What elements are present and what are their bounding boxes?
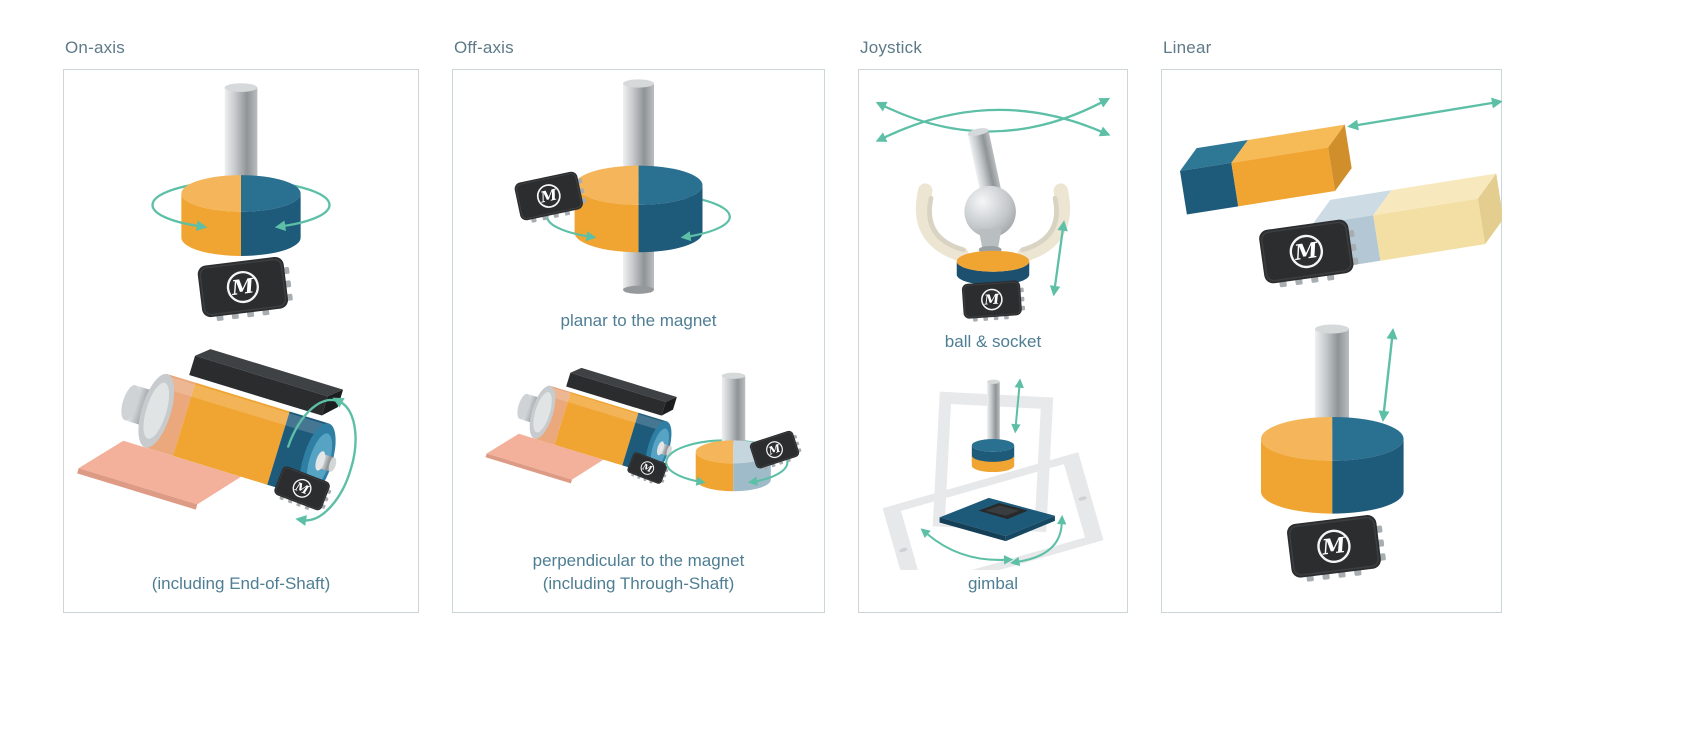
caption-perpendicular-group: perpendicular to the magnet (including T… xyxy=(533,550,745,596)
ball-icon xyxy=(964,185,1016,238)
magnet-cylinder-icon xyxy=(574,165,703,253)
tilt-arrows xyxy=(873,93,1113,147)
panel-title-joystick: Joystick xyxy=(860,38,923,57)
panel-off-axis: Off-axis planar to the magnet xyxy=(452,38,825,613)
on-axis-motor-illustration xyxy=(63,333,419,571)
bar-magnet-icon xyxy=(1179,124,1352,215)
panel-box-off-axis: planar to the magnet perpendicular to th… xyxy=(452,69,825,613)
shaft-icon xyxy=(721,372,746,445)
panel-joystick: Joystick xyxy=(858,38,1128,613)
gimbal-shaft xyxy=(987,379,1000,446)
joystick-ball-socket-illustration xyxy=(873,93,1113,324)
caption-planar: planar to the magnet xyxy=(560,311,717,331)
motor-icon xyxy=(486,348,690,509)
panel-linear: Linear xyxy=(1161,38,1502,613)
magnet-cylinder-icon xyxy=(181,175,301,256)
off-axis-planar-illustration xyxy=(512,79,731,294)
magnet-cylinder-icon xyxy=(1260,417,1404,514)
pcb-with-chip xyxy=(939,497,1055,541)
panel-box-linear xyxy=(1161,69,1502,613)
caption-ball-socket: ball & socket xyxy=(944,332,1042,352)
gimbal-base-frame xyxy=(882,451,1104,570)
linear-arrow xyxy=(1376,327,1399,423)
disc-magnet-icon xyxy=(956,250,1030,286)
socket-left xyxy=(915,183,969,262)
off-axis-through-shaft-illustration xyxy=(452,336,805,548)
axial-arrow xyxy=(1010,377,1025,434)
caption-gimbal: gimbal xyxy=(967,574,1019,594)
sensor-chip-icon xyxy=(960,279,1027,324)
sensor-chip-icon xyxy=(748,427,805,473)
motor-icon xyxy=(77,333,361,546)
joystick-gimbal-illustration xyxy=(882,377,1104,570)
sensor-chip-icon xyxy=(1284,512,1389,586)
socket-right xyxy=(1017,183,1071,262)
shaft-icon xyxy=(622,79,655,175)
panel-title-on-axis: On-axis xyxy=(65,38,125,57)
sensor-chip-icon xyxy=(1256,216,1361,291)
linear-bar-magnets-illustration xyxy=(1179,95,1502,291)
disc-magnet-icon xyxy=(971,438,1015,472)
caption-through-shaft: (including Through-Shaft) xyxy=(542,574,735,594)
panel-title-linear: Linear xyxy=(1163,38,1212,57)
tilt-arrows xyxy=(917,514,1067,568)
panel-on-axis: On-axis xyxy=(63,38,419,613)
panel-title-off-axis: Off-axis xyxy=(454,38,514,57)
shaft-icon xyxy=(224,83,258,184)
shaft-icon xyxy=(1314,324,1349,430)
caption-end-of-shaft: (including End-of-Shaft) xyxy=(151,574,331,594)
caption-perpendicular: perpendicular to the magnet xyxy=(532,551,745,571)
rotation-arrow xyxy=(287,392,357,526)
sensor-chip-icon xyxy=(195,254,296,324)
on-axis-magnet-illustration xyxy=(151,83,331,324)
linear-cylinder-magnet-illustration xyxy=(1260,324,1404,586)
axial-arrow xyxy=(1048,219,1070,298)
linear-arrow xyxy=(1345,95,1502,132)
panel-box-joystick: ball & socket xyxy=(858,69,1128,613)
panel-box-on-axis: (including End-of-Shaft) xyxy=(63,69,419,613)
panels-row: On-axis xyxy=(63,38,1502,613)
